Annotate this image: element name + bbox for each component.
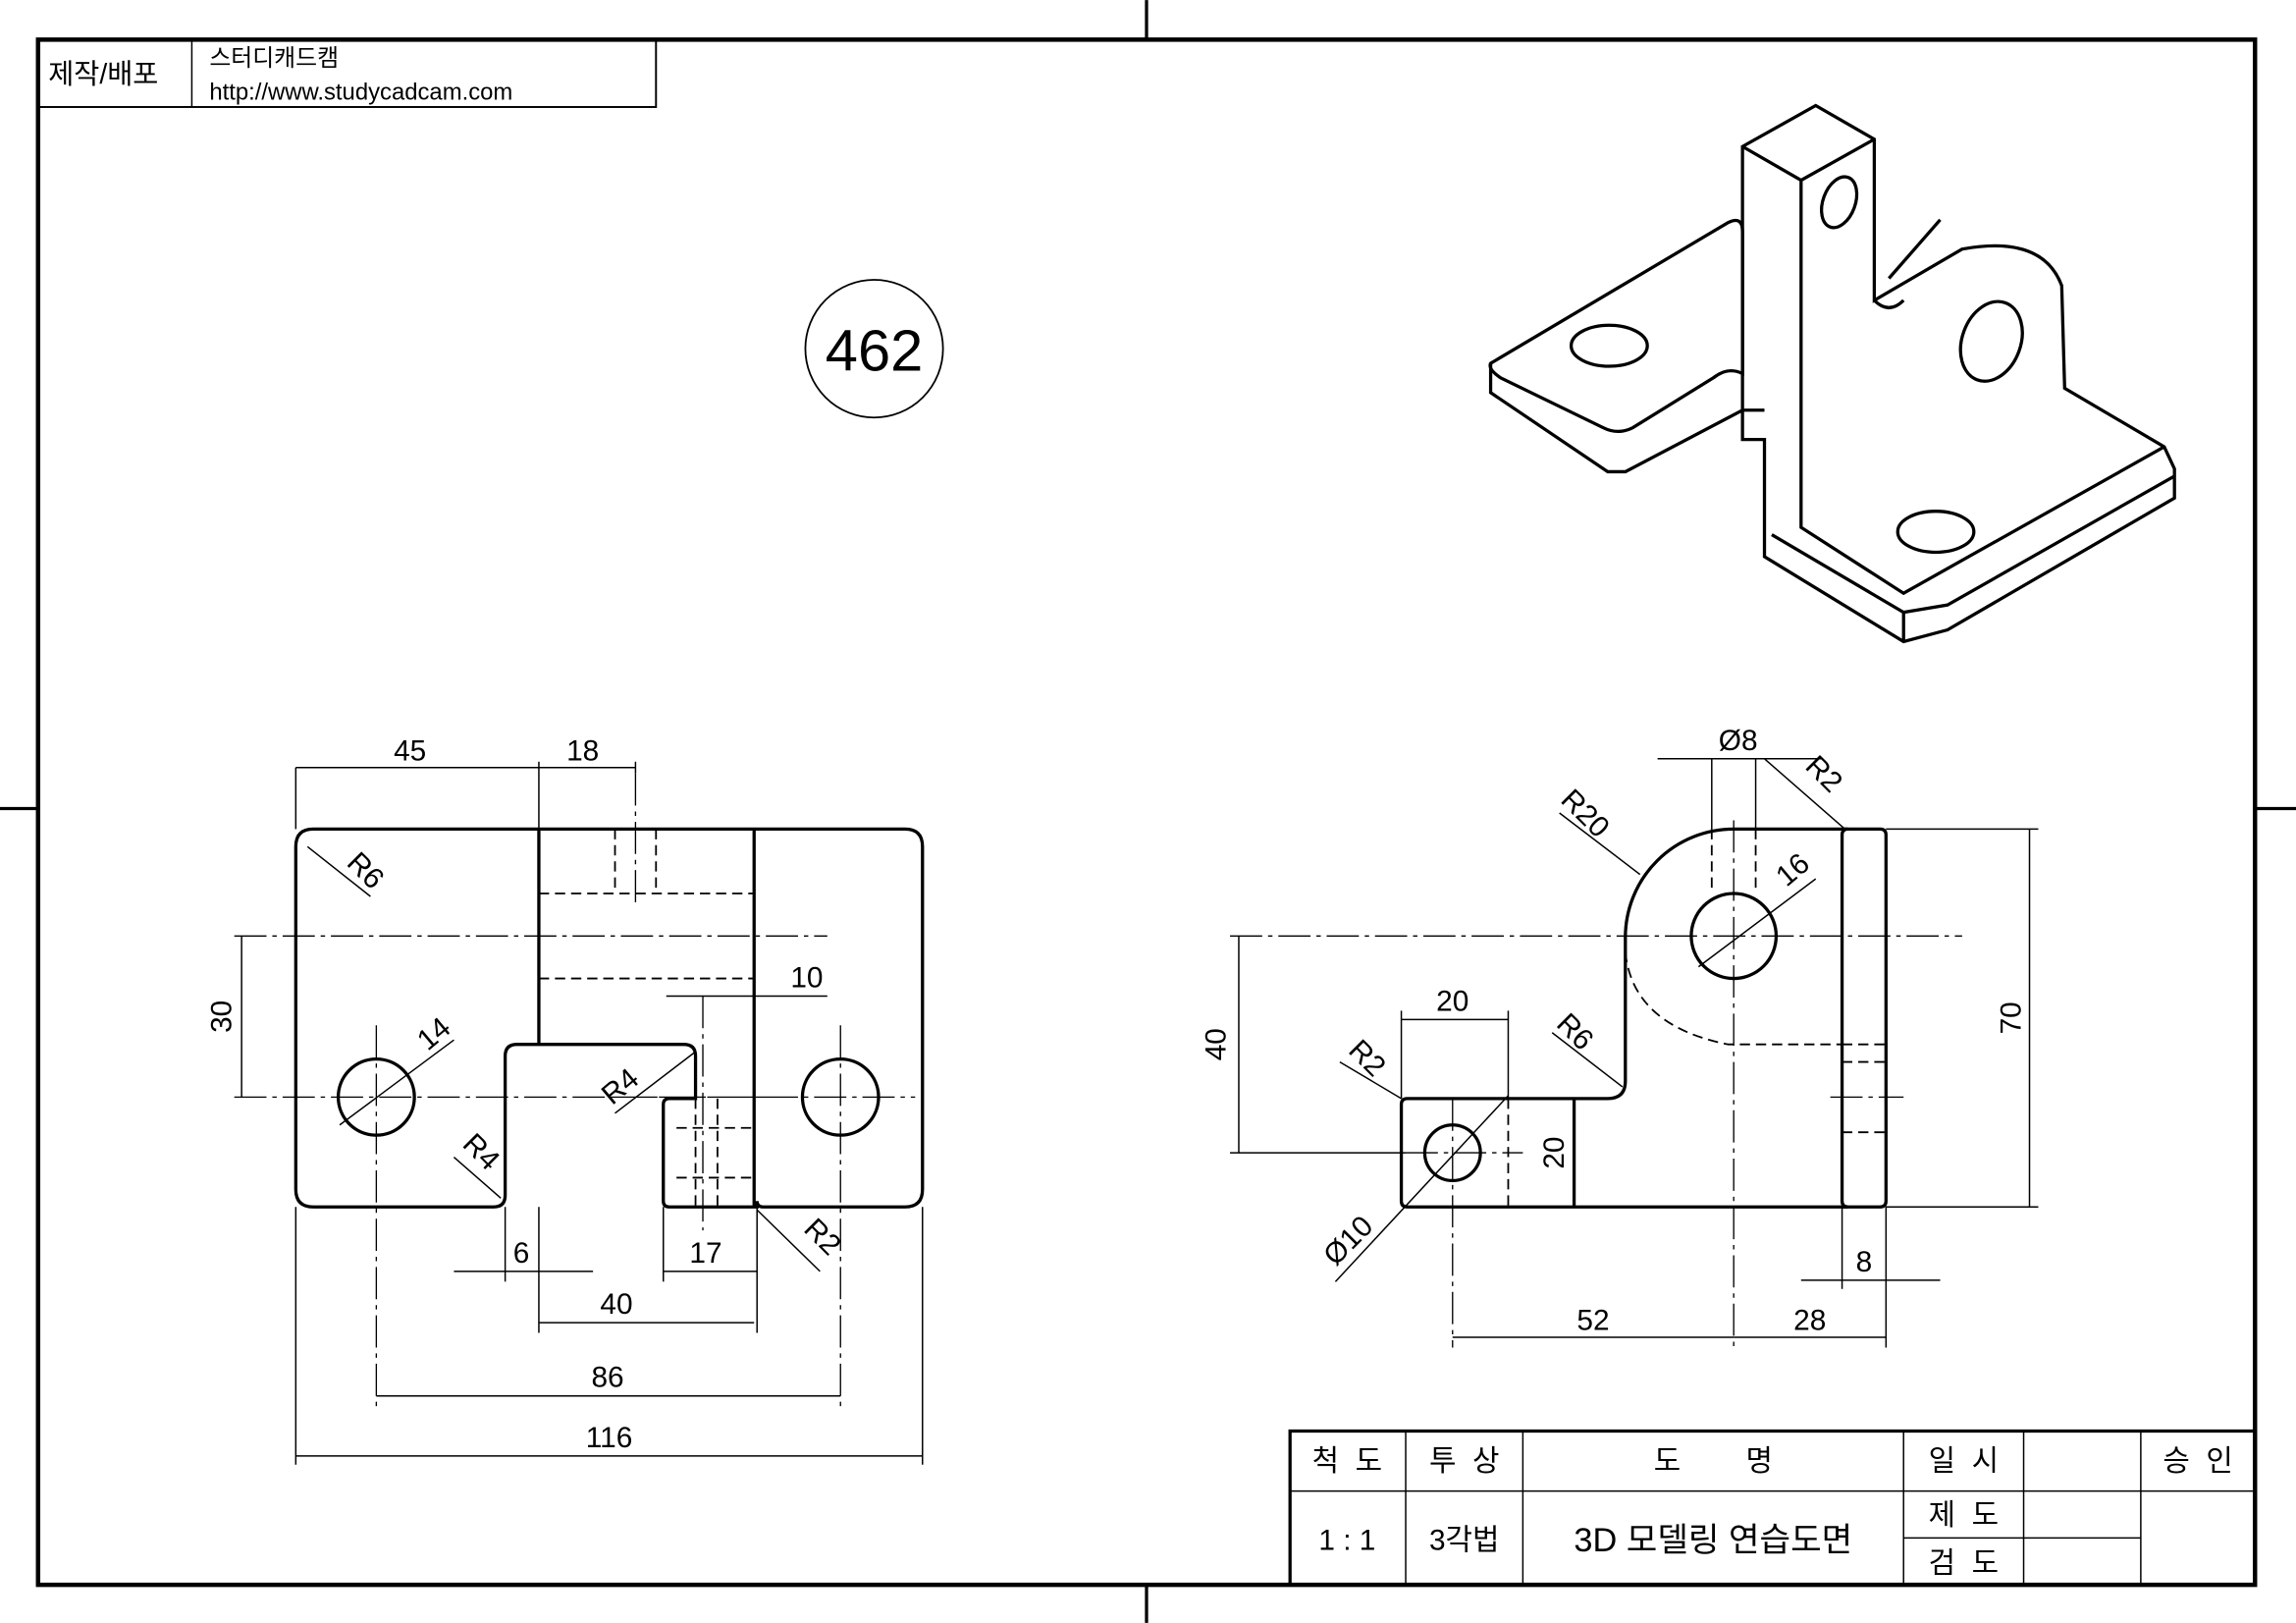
checked-by-label: 검 도 [1929,1547,1999,1580]
dim-20-horizontal: 20 [1436,985,1468,1017]
drawing-name-label: 도 명 [1654,1445,1773,1478]
side-view: Ø8 R2 R20 16 40 20 R2 R6 70 20 Ø10 52 28… [1201,725,2039,1348]
dim-52: 52 [1576,1305,1609,1337]
scale-value: 1 : 1 [1318,1524,1375,1556]
dim-8: 8 [1856,1246,1873,1278]
dim-28: 28 [1793,1305,1826,1337]
projection-value: 3각법 [1429,1524,1499,1556]
producer-label: 제작/배포 [48,59,158,90]
dim-r6: R6 [341,846,390,895]
dim-10: 10 [790,962,823,995]
dim-dia8: Ø8 [1719,725,1758,757]
dim-r4-upper: R4 [596,1062,645,1111]
dim-70: 70 [1996,1001,2028,1034]
projection-label: 투 상 [1429,1445,1499,1478]
date-label: 일 시 [1929,1445,1999,1478]
dim-20-vertical: 20 [1538,1136,1571,1168]
drawing-name-value: 3D 모델링 연습도면 [1574,1522,1852,1559]
front-view: 45 18 30 14 R6 10 R4 R4 6 17 R2 40 86 11… [206,734,925,1465]
dim-r4-lower: R4 [456,1127,506,1176]
producer-box: 제작/배포 스터디캐드캠 http://www.studycadcam.com [36,38,658,108]
drawing-number-balloon: 462 [804,279,944,419]
dim-6: 6 [513,1237,530,1270]
dim-86: 86 [591,1362,623,1394]
dim-r20: R20 [1555,784,1616,844]
dim-r2-top: R2 [1799,749,1848,798]
dim-14: 14 [411,1011,457,1057]
scale-label: 척 도 [1312,1445,1382,1478]
approval-label: 승 인 [2163,1445,2232,1478]
dim-40: 40 [1201,1028,1233,1060]
company-name: 스터디캐드캠 [209,45,339,72]
dim-40: 40 [600,1288,632,1321]
dim-r6: R6 [1550,1007,1599,1056]
dim-dia10: Ø10 [1317,1210,1379,1271]
dim-18: 18 [566,734,599,767]
isometric-view [1488,103,2176,644]
dim-r2-left: R2 [1342,1034,1391,1083]
dim-116: 116 [586,1422,633,1454]
dim-45: 45 [394,734,426,767]
dim-r2: R2 [798,1213,847,1262]
dim-30: 30 [206,1001,239,1033]
drawn-by-label: 제 도 [1929,1499,1999,1532]
dim-17: 17 [689,1237,721,1270]
drawing-number: 462 [826,317,924,383]
dim-16: 16 [1770,847,1816,893]
company-url[interactable]: http://www.studycadcam.com [209,80,512,106]
title-block: 척 도 투 상 도 명 일 시 승 인 1 : 1 3각법 3D 모델링 연습도… [1288,1429,2257,1587]
